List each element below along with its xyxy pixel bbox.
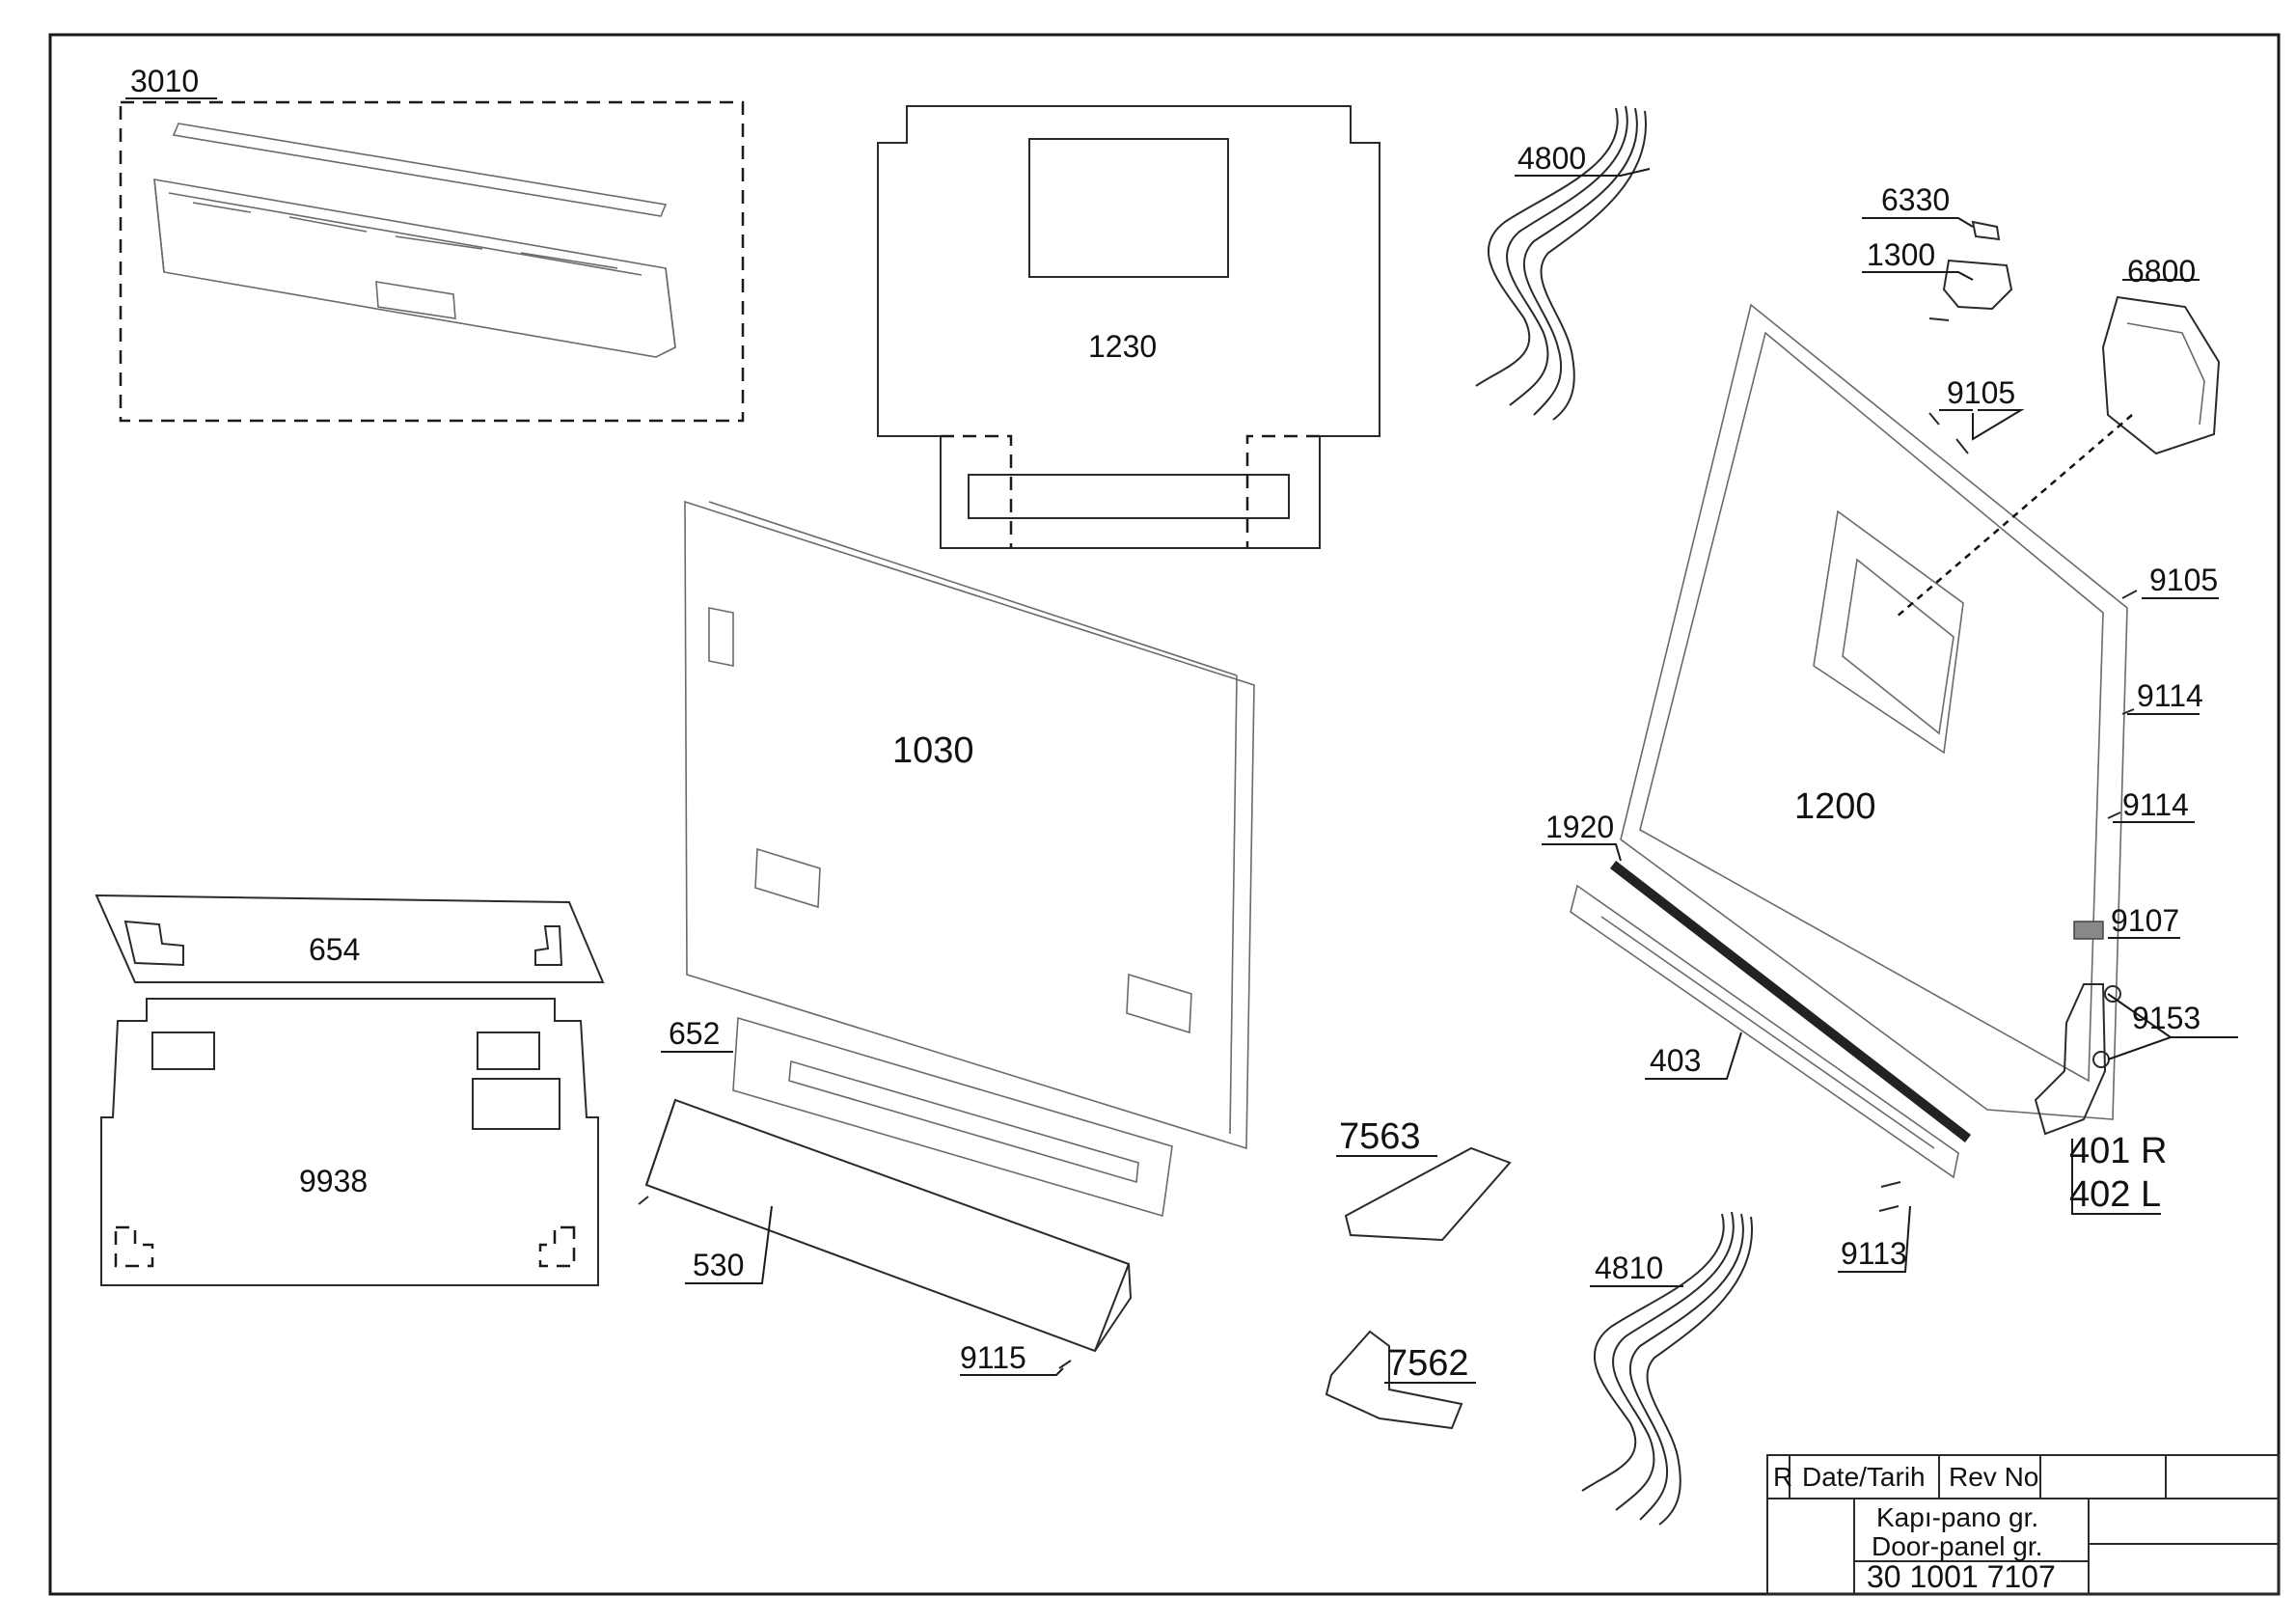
drawing-border (48, 33, 2281, 1596)
label-9938: 9938 (299, 1164, 368, 1198)
part-1230-box (877, 105, 1380, 549)
title-block: R Date/Tarih Rev No Kapı-pano gr. Door-p… (1766, 1454, 2280, 1595)
label-402: 402 L (2069, 1174, 2161, 1215)
label-1200: 1200 (1794, 786, 1876, 827)
part-654-panel (95, 894, 605, 983)
label-403: 403 (1650, 1043, 1701, 1078)
part-6330-lock-clip (1971, 220, 2001, 241)
label-9114-upper: 9114 (2137, 678, 2203, 713)
leader-lines (125, 97, 2238, 1384)
part-labels: 3010 1230 4800 6330 1300 6800 9105 9105 … (130, 64, 2218, 1384)
label-9105-top: 9105 (1947, 375, 2015, 410)
label-4810: 4810 (1595, 1251, 1663, 1285)
part-3010-control-panel (119, 100, 745, 423)
part-6800-dispenser (2101, 295, 2221, 455)
title-block-title-tr: Kapı-pano gr. (1876, 1502, 2038, 1532)
title-block-drawing-number: 30 1001 7107 (1867, 1559, 2056, 1594)
part-1920-seal (1609, 861, 1972, 1142)
label-1300: 1300 (1867, 237, 1935, 272)
part-1300-door-lock (1928, 259, 2013, 321)
part-401-402-hinge (2034, 983, 2107, 1136)
label-6800: 6800 (2127, 254, 2196, 289)
part-403-rail (1570, 884, 1959, 1179)
label-9107: 9107 (2111, 903, 2179, 938)
label-9114-lower: 9114 (2122, 787, 2189, 822)
label-9115: 9115 (960, 1340, 1026, 1375)
part-9938-panel (100, 998, 599, 1286)
label-652: 652 (669, 1016, 720, 1051)
label-7562: 7562 (1387, 1343, 1469, 1384)
label-4800: 4800 (1517, 141, 1586, 176)
label-9105-side: 9105 (2149, 563, 2218, 597)
title-block-title-en: Door-panel gr. (1872, 1531, 2042, 1561)
title-block-rev-header: Rev No (1949, 1462, 2038, 1492)
label-1920: 1920 (1545, 810, 1614, 844)
label-9113: 9113 (1841, 1236, 1907, 1271)
part-7563-bracket (1344, 1146, 1512, 1242)
part-7562-guide (1325, 1330, 1463, 1430)
title-block-date-header: Date/Tarih (1802, 1462, 1926, 1492)
label-9153: 9153 (2132, 1001, 2200, 1035)
label-1030: 1030 (892, 730, 974, 771)
label-3010: 3010 (130, 64, 199, 98)
part-1200-outer-door (1620, 303, 2128, 1120)
label-6330: 6330 (1881, 182, 1950, 217)
part-652-handle-trim (732, 1016, 1173, 1218)
part-4810-wire-harness (1581, 1211, 1754, 1526)
label-1230: 1230 (1088, 329, 1157, 364)
title-block-rev-mark: R (1773, 1462, 1792, 1492)
part-530-bottom-profile (644, 1098, 1133, 1353)
label-401: 401 R (2069, 1131, 2167, 1171)
part-1030-inner-panel (684, 500, 1255, 1150)
label-7563: 7563 (1339, 1116, 1421, 1157)
label-530: 530 (693, 1248, 744, 1282)
screw-parts (638, 412, 2138, 1369)
label-654: 654 (309, 932, 360, 967)
dispenser-mount-line (1895, 414, 2133, 619)
